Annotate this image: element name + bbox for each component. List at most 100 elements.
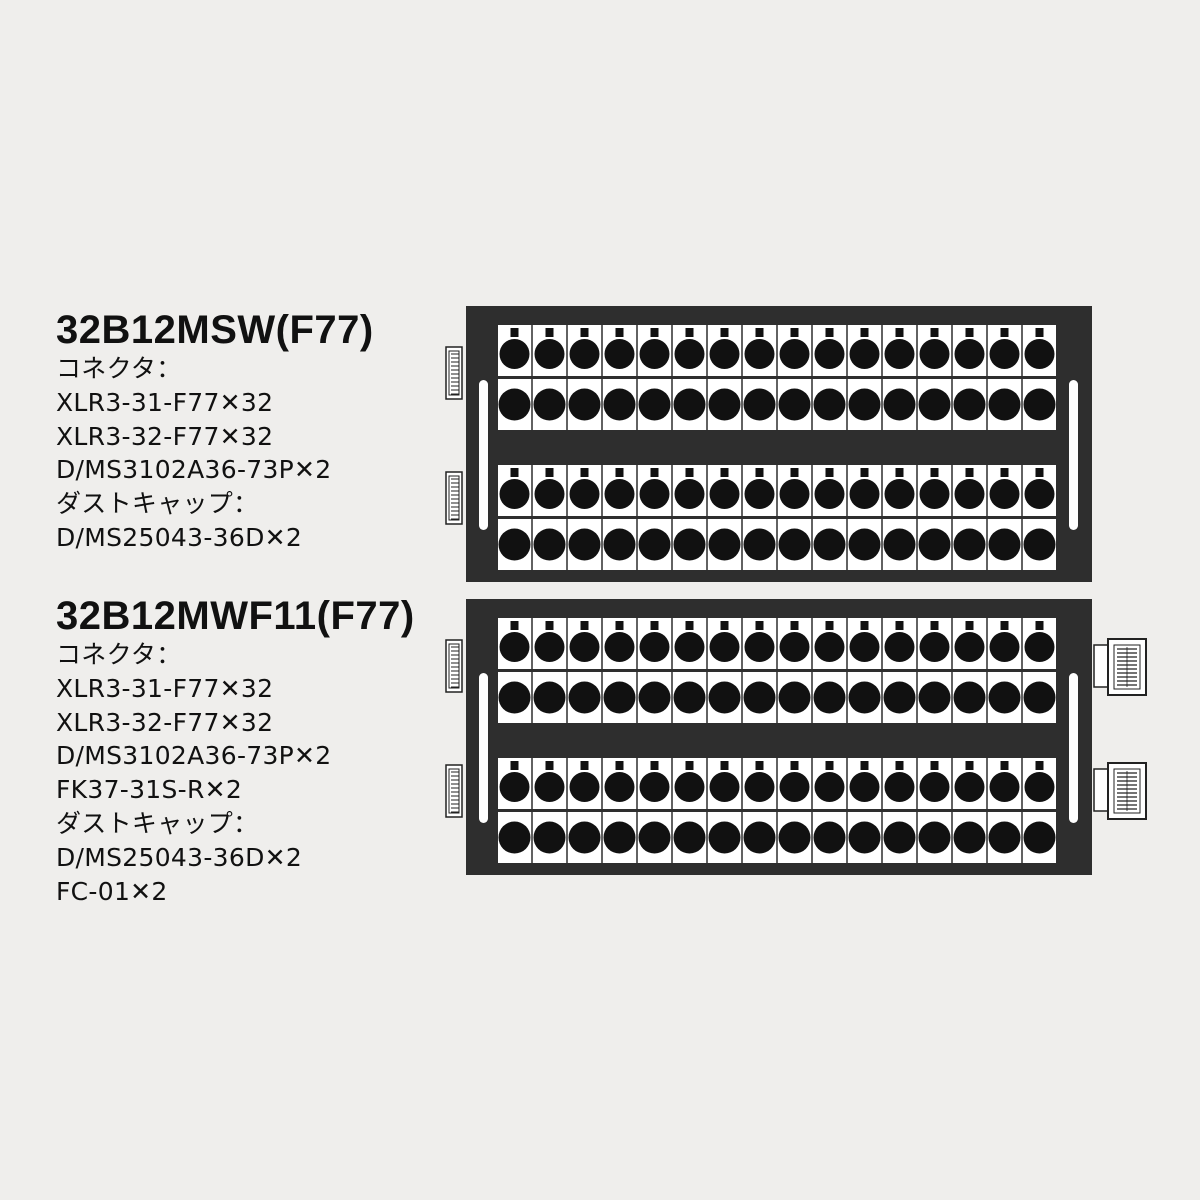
xlr-female-connector-icon bbox=[744, 468, 775, 509]
xlr-male-connector-icon bbox=[533, 388, 566, 421]
xlr-female-connector-icon bbox=[1024, 621, 1055, 662]
xlr-male-connector-icon bbox=[568, 821, 601, 854]
xlr-female-connector-icon bbox=[499, 328, 530, 369]
xlr-female-connector-icon bbox=[534, 761, 565, 802]
spec-line: XLR3-32-F77✕32 bbox=[56, 707, 274, 737]
left-handle bbox=[479, 673, 488, 823]
spec-line: D/MS25043-36D✕2 bbox=[56, 842, 303, 872]
spec-line: D/MS3102A36-73P✕2 bbox=[56, 741, 332, 771]
spec-line: ダストキャップ： bbox=[56, 489, 259, 519]
xlr-female-connector-icon bbox=[849, 468, 880, 509]
xlr-female-connector-icon bbox=[989, 761, 1020, 802]
xlr-male-connector-icon bbox=[988, 681, 1021, 714]
xlr-female-connector-icon bbox=[954, 621, 985, 662]
side-multipin-connector-icon bbox=[445, 639, 463, 693]
xlr-male-connector-icon bbox=[918, 681, 951, 714]
xlr-male-connector-icon bbox=[918, 388, 951, 421]
xlr-female-connector-icon bbox=[604, 621, 635, 662]
row-border bbox=[496, 670, 1058, 725]
xlr-female-connector-icon bbox=[1024, 328, 1055, 369]
xlr-male-connector-icon bbox=[778, 821, 811, 854]
xlr-male-connector-icon bbox=[638, 681, 671, 714]
xlr-female-connector-icon bbox=[779, 468, 810, 509]
spec-line: XLR3-31-F77✕32 bbox=[56, 673, 274, 703]
xlr-male-connector-icon bbox=[743, 821, 776, 854]
xlr-male-connector-icon bbox=[848, 821, 881, 854]
xlr-female-connector-icon bbox=[919, 468, 950, 509]
row-border bbox=[496, 517, 1058, 572]
xlr-female-connector-icon bbox=[674, 761, 705, 802]
xlr-female-connector-icon bbox=[709, 761, 740, 802]
xlr-female-connector-icon bbox=[604, 761, 635, 802]
xlr-female-connector-icon bbox=[779, 761, 810, 802]
xlr-male-connector-icon bbox=[883, 681, 916, 714]
xlr-male-connector-icon bbox=[638, 821, 671, 854]
spec-line: コネクタ： bbox=[56, 354, 182, 383]
xlr-male-connector-icon bbox=[883, 528, 916, 561]
xlr-female-connector-icon bbox=[954, 328, 985, 369]
xlr-female-connector-icon bbox=[604, 468, 635, 509]
xlr-female-connector-icon bbox=[919, 328, 950, 369]
spec-32B12MWF11: 32B12MWF11(F77) コネクタ： XLR3-31-F77✕32 XLR… bbox=[56, 594, 415, 908]
xlr-female-connector-icon bbox=[639, 468, 670, 509]
xlr-female-connector-icon bbox=[954, 468, 985, 509]
right-handle bbox=[1069, 673, 1078, 823]
xlr-female-connector-icon bbox=[989, 468, 1020, 509]
xlr-female-connector-icon bbox=[569, 621, 600, 662]
side-multipin-connector-icon bbox=[445, 471, 463, 525]
right-handle bbox=[1069, 380, 1078, 530]
xlr-male-connector-icon bbox=[498, 388, 531, 421]
xlr-female-connector-icon bbox=[744, 761, 775, 802]
xlr-female-connector-icon bbox=[569, 761, 600, 802]
spec-line: ダストキャップ： bbox=[56, 808, 259, 838]
xlr-male-connector-icon bbox=[813, 681, 846, 714]
xlr-male-connector-icon bbox=[568, 681, 601, 714]
xlr-male-connector-icon bbox=[848, 681, 881, 714]
right-multipin-connector-icon bbox=[1093, 762, 1147, 820]
xlr-female-connector-icon bbox=[569, 468, 600, 509]
xlr-female-connector-icon bbox=[849, 621, 880, 662]
xlr-male-connector-icon bbox=[603, 388, 636, 421]
xlr-female-connector-icon bbox=[744, 328, 775, 369]
xlr-male-connector-icon bbox=[883, 388, 916, 421]
xlr-male-connector-icon bbox=[708, 681, 741, 714]
spec-line: コネクタ： bbox=[56, 640, 182, 669]
xlr-female-connector-icon bbox=[709, 621, 740, 662]
row-border bbox=[496, 810, 1058, 865]
xlr-male-connector-icon bbox=[498, 528, 531, 561]
xlr-male-connector-icon bbox=[918, 821, 951, 854]
xlr-male-connector-icon bbox=[708, 528, 741, 561]
xlr-female-connector-icon bbox=[534, 468, 565, 509]
spec-line: XLR3-31-F77✕32 bbox=[56, 387, 274, 417]
xlr-male-connector-icon bbox=[673, 528, 706, 561]
xlr-male-connector-icon bbox=[953, 528, 986, 561]
spec-line: FC-01✕2 bbox=[56, 876, 168, 906]
xlr-male-connector-icon bbox=[498, 681, 531, 714]
xlr-male-connector-icon bbox=[743, 681, 776, 714]
xlr-male-connector-icon bbox=[1023, 681, 1056, 714]
xlr-female-connector-icon bbox=[849, 761, 880, 802]
xlr-female-connector-icon bbox=[639, 761, 670, 802]
xlr-male-connector-icon bbox=[708, 388, 741, 421]
xlr-female-connector-icon bbox=[989, 328, 1020, 369]
xlr-male-connector-icon bbox=[988, 388, 1021, 421]
xlr-male-connector-icon bbox=[848, 388, 881, 421]
xlr-male-connector-icon bbox=[918, 528, 951, 561]
spec-32B12MSW: 32B12MSW(F77) コネクタ： XLR3-31-F77✕32 XLR3-… bbox=[56, 308, 374, 555]
xlr-male-connector-icon bbox=[778, 528, 811, 561]
xlr-male-connector-icon bbox=[603, 681, 636, 714]
xlr-male-connector-icon bbox=[1023, 821, 1056, 854]
xlr-female-connector-icon bbox=[884, 468, 915, 509]
xlr-female-connector-icon bbox=[954, 761, 985, 802]
xlr-female-connector-icon bbox=[709, 468, 740, 509]
xlr-female-connector-icon bbox=[744, 621, 775, 662]
xlr-male-connector-icon bbox=[778, 388, 811, 421]
xlr-male-connector-icon bbox=[988, 821, 1021, 854]
xlr-female-connector-icon bbox=[814, 468, 845, 509]
xlr-female-connector-icon bbox=[814, 621, 845, 662]
xlr-female-connector-icon bbox=[674, 328, 705, 369]
xlr-male-connector-icon bbox=[638, 388, 671, 421]
xlr-female-connector-icon bbox=[1024, 468, 1055, 509]
side-multipin-connector-icon bbox=[445, 346, 463, 400]
spec-line: XLR3-32-F77✕32 bbox=[56, 421, 274, 451]
